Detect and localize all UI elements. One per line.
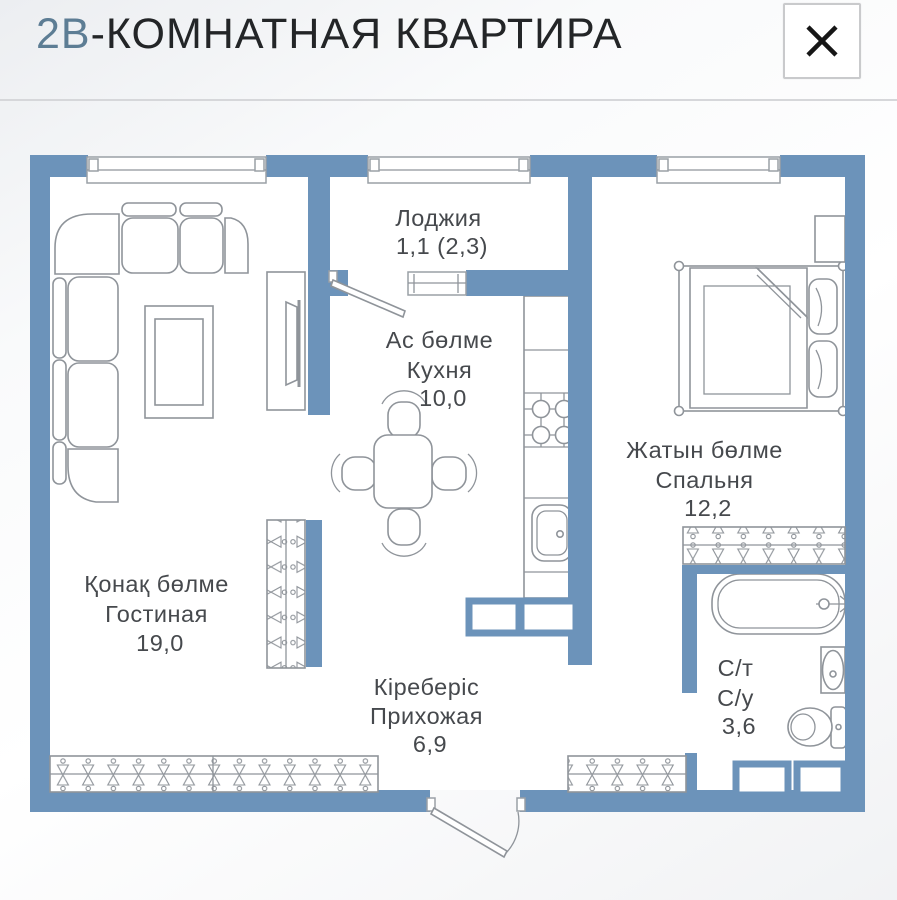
wall-left	[30, 155, 50, 812]
window-loggia	[367, 156, 531, 184]
room-label-kitchen: Ас бөлме Кухня 10,0	[386, 327, 500, 411]
pillow-bottom	[808, 340, 838, 398]
dining-chair-top	[387, 401, 421, 439]
wardrobe-hallway	[567, 755, 687, 793]
room-label-bedroom: Жатын бөлме Спальня 12,2	[626, 437, 790, 521]
wall-kitchen-bedroom	[568, 177, 592, 665]
close-icon	[806, 25, 838, 57]
wall-right	[845, 155, 865, 812]
kitchen-sink	[531, 504, 573, 562]
chair-back-top	[381, 390, 427, 405]
title-room-count: 2В	[36, 10, 91, 58]
dining-chair-bottom	[387, 508, 421, 546]
header-divider	[0, 99, 897, 101]
dining-chair-right	[431, 456, 467, 491]
toilet-bowl	[787, 707, 833, 747]
vent-shaft-bath-right	[793, 760, 848, 799]
loggia-sill-window	[407, 271, 467, 296]
wall-bottom-left	[30, 790, 430, 812]
room-label-hallway: Кіреберіс Прихожая 6,9	[370, 674, 490, 757]
chair-back-bottom	[381, 542, 427, 557]
wardrobe-bedroom	[682, 526, 846, 565]
entrance-door	[426, 797, 526, 859]
wall-loggia-kitchen	[466, 270, 568, 296]
room-label-loggia: Лоджия 1,1 (2,3)	[395, 205, 488, 259]
mattress	[703, 285, 791, 395]
bedpost	[673, 260, 685, 272]
title-text: -КОМНАТНАЯ КВАРТИРА	[90, 10, 623, 58]
nightstand	[814, 215, 846, 263]
blanket-fold	[755, 267, 808, 319]
washbasin	[820, 646, 846, 694]
dining-chair-left	[341, 456, 377, 491]
vent-shaft-kitchen-left	[465, 597, 523, 637]
room-label-bathroom: С/т С/у 3,6	[717, 655, 761, 739]
dining-table	[373, 434, 433, 509]
blanket	[689, 267, 808, 409]
bedpost	[673, 405, 685, 417]
vent-shaft-bath-left	[732, 760, 792, 799]
close-button[interactable]	[783, 3, 861, 79]
chair-back-left	[330, 453, 341, 493]
wardrobe-living-bottom	[49, 755, 379, 793]
walls	[30, 155, 865, 812]
window-living	[86, 156, 267, 184]
room-label-living: Қонақ бөлме Гостиная 19,0	[84, 571, 236, 656]
wall-living-loggia	[308, 155, 330, 415]
bathtub	[711, 573, 846, 635]
wardrobe-living-side	[266, 519, 306, 669]
page-title: 2В-КОМНАТНАЯ КВАРТИРА	[36, 10, 623, 59]
chair-back-right	[467, 453, 478, 493]
tub-faucet	[818, 598, 830, 610]
tv-stand	[266, 271, 306, 411]
coffee-table	[144, 305, 214, 419]
corner-sofa	[52, 202, 249, 503]
wall-living-hall	[306, 520, 322, 667]
bed	[673, 260, 849, 417]
pillow-top	[808, 278, 838, 335]
balcony-door	[328, 270, 406, 319]
dining-table-set	[330, 390, 478, 557]
vent-shaft-kitchen-right	[517, 597, 580, 637]
wall-bath-left	[682, 565, 697, 693]
wall-bath-top	[697, 565, 845, 574]
toilet	[787, 706, 847, 749]
window-bedroom	[656, 156, 781, 184]
